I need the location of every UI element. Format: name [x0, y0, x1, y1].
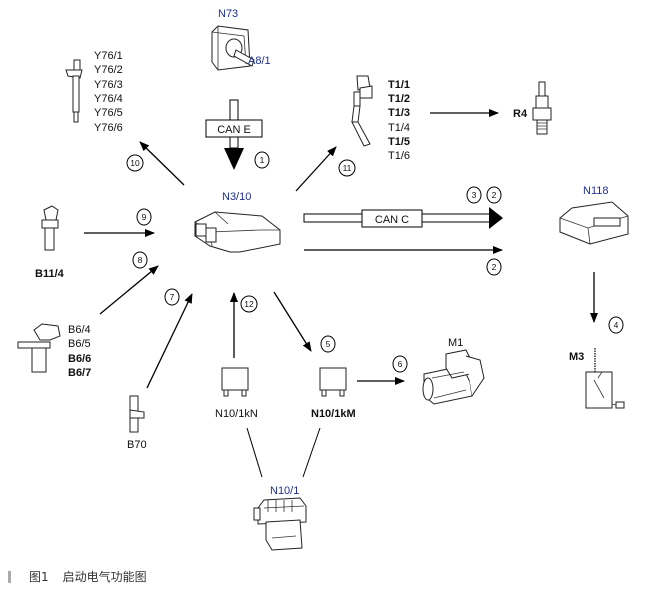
arrow-8 [99, 265, 159, 315]
svg-text:6: 6 [398, 359, 403, 369]
signal-9: 9 [136, 208, 152, 226]
signal-2-top: 2 [486, 186, 502, 204]
ignition-coil-icon [351, 75, 373, 147]
can-e-bus: CAN E [205, 99, 263, 170]
figure-title: 启动电气功能图 [62, 570, 147, 584]
sam-module-icon [253, 497, 307, 551]
starter-motor-icon [422, 349, 485, 405]
figure-caption: 图1 启动电气功能图 [8, 568, 147, 585]
a8-1-label: A8/1 [248, 55, 271, 67]
injector-icon [65, 59, 83, 123]
ecu-icon [194, 211, 281, 253]
camshaft-sensor-icon [17, 323, 61, 373]
t1-1-label: T1/1 [388, 79, 410, 91]
coolant-temperature-sensor-b11-4: B11/4 [35, 205, 65, 280]
relay-icon [221, 367, 249, 397]
t1-3-label: T1/3 [388, 107, 410, 119]
crankshaft-sensor-icon [129, 395, 145, 433]
r4-label: R4 [513, 108, 528, 120]
ignition-switch-n73: N73 A8/1 [211, 8, 271, 71]
b6-5-label: B6/5 [68, 338, 91, 350]
n3-10-label: N3/10 [222, 191, 251, 203]
arrow-7 [146, 293, 193, 389]
signal-7: 7 [164, 288, 180, 306]
spark-plug-r4: R4 [513, 81, 552, 135]
svg-text:3: 3 [472, 190, 477, 200]
y76-3-label: Y76/3 [94, 79, 123, 91]
n10-1kn-label: N10/1kN [215, 408, 258, 420]
control-unit-icon [559, 201, 629, 245]
can-c-bus: CAN C [303, 207, 503, 229]
spark-plug-icon [532, 81, 552, 135]
signal-11: 11 [338, 159, 356, 177]
relay-n10-1km: N10/1kM [311, 367, 356, 420]
signal-4: 4 [608, 316, 624, 334]
can-e-box [205, 119, 263, 138]
b6-6-label: B6/6 [68, 353, 91, 365]
svg-text:2: 2 [492, 262, 497, 272]
fuel-pump-control-unit-n118: N118 [559, 185, 629, 245]
svg-text:11: 11 [343, 163, 352, 173]
wire-n10-1kn [246, 427, 263, 478]
t1-2-label: T1/2 [388, 93, 410, 105]
wire-n10-1km [302, 427, 321, 478]
signal-6: 6 [392, 355, 408, 373]
svg-text:5: 5 [326, 339, 331, 349]
signal-1: 1 [254, 151, 270, 169]
sam-control-unit-n10-1: N10/1 [253, 485, 307, 551]
svg-text:9: 9 [142, 212, 147, 222]
n118-label: N118 [583, 185, 608, 197]
svg-text:4: 4 [614, 320, 619, 330]
b6-7-label: B6/7 [68, 367, 91, 379]
relay-icon [319, 367, 347, 397]
ignition-switch-icon [211, 25, 255, 71]
b11-4-label: B11/4 [35, 268, 65, 280]
n10-1km-label: N10/1kM [311, 408, 356, 420]
n10-1-label: N10/1 [270, 485, 299, 497]
arrow-10 [139, 141, 185, 186]
fuel-pump-m3: M3 [569, 348, 625, 409]
temperature-sensor-icon [41, 205, 59, 251]
relay-n10-1kn: N10/1kN [215, 367, 258, 420]
can-c-box [361, 209, 423, 228]
t1-6-label: T1/6 [388, 150, 410, 162]
y76-4-label: Y76/4 [94, 93, 123, 105]
signal-8: 8 [132, 251, 148, 269]
arrow-11 [295, 146, 337, 192]
figure-number: 图1 [29, 570, 49, 584]
fuel-pump-icon [585, 348, 625, 409]
injectors-y76: Y76/1 Y76/2 Y76/3 Y76/4 Y76/5 Y76/6 [65, 50, 123, 134]
b6-4-label: B6/4 [68, 324, 91, 336]
n73-label: N73 [218, 8, 238, 20]
can-c-label: CAN C [375, 214, 409, 226]
signal-3: 3 [466, 186, 482, 204]
t1-5-label: T1/5 [388, 136, 410, 148]
y76-5-label: Y76/5 [94, 107, 123, 119]
signal-2-bottom: 2 [486, 258, 502, 276]
starter-motor-m1: M1 [422, 337, 485, 405]
t1-4-label: T1/4 [388, 122, 410, 134]
signal-12: 12 [240, 295, 258, 313]
ignition-coils-t1: T1/1 T1/2 T1/3 T1/4 T1/5 T1/6 [351, 75, 410, 162]
engine-control-unit-n3-10: N3/10 [194, 191, 281, 253]
m3-label: M3 [569, 351, 584, 363]
y76-1-label: Y76/1 [94, 50, 123, 62]
svg-text:8: 8 [138, 255, 143, 265]
svg-text:10: 10 [130, 158, 140, 168]
svg-text:7: 7 [170, 292, 175, 302]
b70-label: B70 [127, 439, 147, 451]
signal-5: 5 [320, 335, 336, 353]
arrow-5 [273, 291, 312, 352]
can-e-label: CAN E [217, 124, 251, 136]
svg-text:1: 1 [260, 155, 265, 165]
signal-10: 10 [126, 154, 144, 172]
crankshaft-sensor-b70: B70 [127, 395, 147, 451]
caption-marker [8, 570, 11, 583]
camshaft-sensors-b6: B6/4 B6/5 B6/6 B6/7 [17, 323, 91, 379]
svg-text:12: 12 [244, 299, 254, 309]
y76-6-label: Y76/6 [94, 122, 123, 134]
m1-label: M1 [448, 337, 463, 349]
y76-2-label: Y76/2 [94, 64, 123, 76]
svg-text:2: 2 [492, 190, 497, 200]
